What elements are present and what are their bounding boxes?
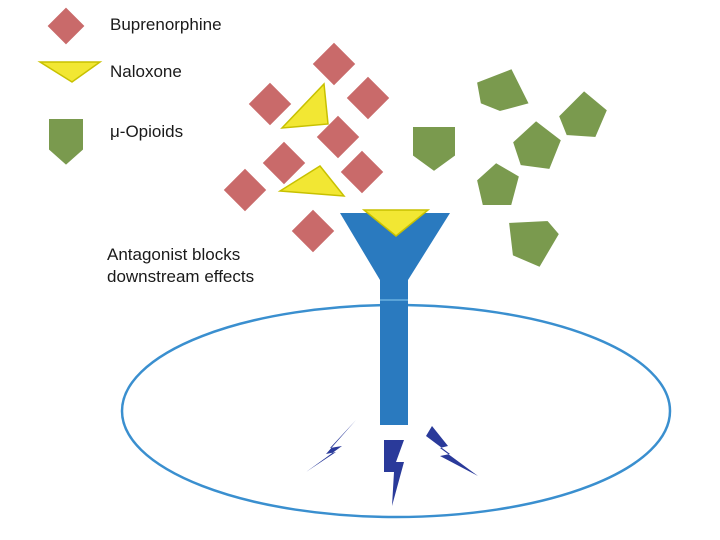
- bound-naloxone-icon: [361, 209, 431, 237]
- buprenorphine-molecule: [259, 138, 309, 188]
- buprenorphine-molecule: [309, 39, 359, 89]
- legend-label-buprenorphine: Buprenorphine: [110, 15, 222, 34]
- buprenorphine-molecule: [337, 147, 387, 197]
- buprenorphine-molecule: [245, 79, 295, 129]
- legend-naloxone-icon: [37, 61, 103, 83]
- naloxone-molecule: [277, 165, 346, 197]
- naloxone-molecules: [277, 82, 346, 197]
- caption-line-2: downstream effects: [107, 267, 255, 286]
- legend-label-opioids: μ-Opioids: [110, 122, 184, 141]
- buprenorphine-molecule: [220, 165, 270, 215]
- buprenorphine-molecules: [220, 39, 393, 256]
- receptor-icon: [340, 213, 450, 425]
- opioid-molecules: [411, 66, 610, 270]
- buprenorphine-molecule: [313, 112, 363, 162]
- opioid-molecule: [474, 160, 522, 207]
- legend-buprenorphine-icon: [44, 4, 88, 48]
- legend-opioid-icon: [47, 117, 85, 168]
- naloxone-molecule: [280, 82, 329, 129]
- lightning-bolt-icon: [426, 426, 478, 476]
- caption-text: Antagonist blocks downstream effects: [107, 244, 254, 288]
- opioid-molecule: [506, 218, 562, 270]
- legend-label-naloxone: Naloxone: [110, 62, 182, 81]
- opioid-molecule: [411, 125, 457, 174]
- opioid-molecule: [474, 66, 532, 114]
- opioid-molecule: [556, 88, 610, 140]
- opioid-molecule: [510, 118, 564, 172]
- lightning-bolt-icon: [384, 440, 404, 506]
- signal-bolts: [306, 420, 478, 506]
- lightning-bolt-icon: [306, 420, 356, 472]
- buprenorphine-molecule: [343, 73, 393, 123]
- buprenorphine-molecule: [288, 206, 338, 256]
- caption-line-1: Antagonist blocks: [107, 245, 241, 264]
